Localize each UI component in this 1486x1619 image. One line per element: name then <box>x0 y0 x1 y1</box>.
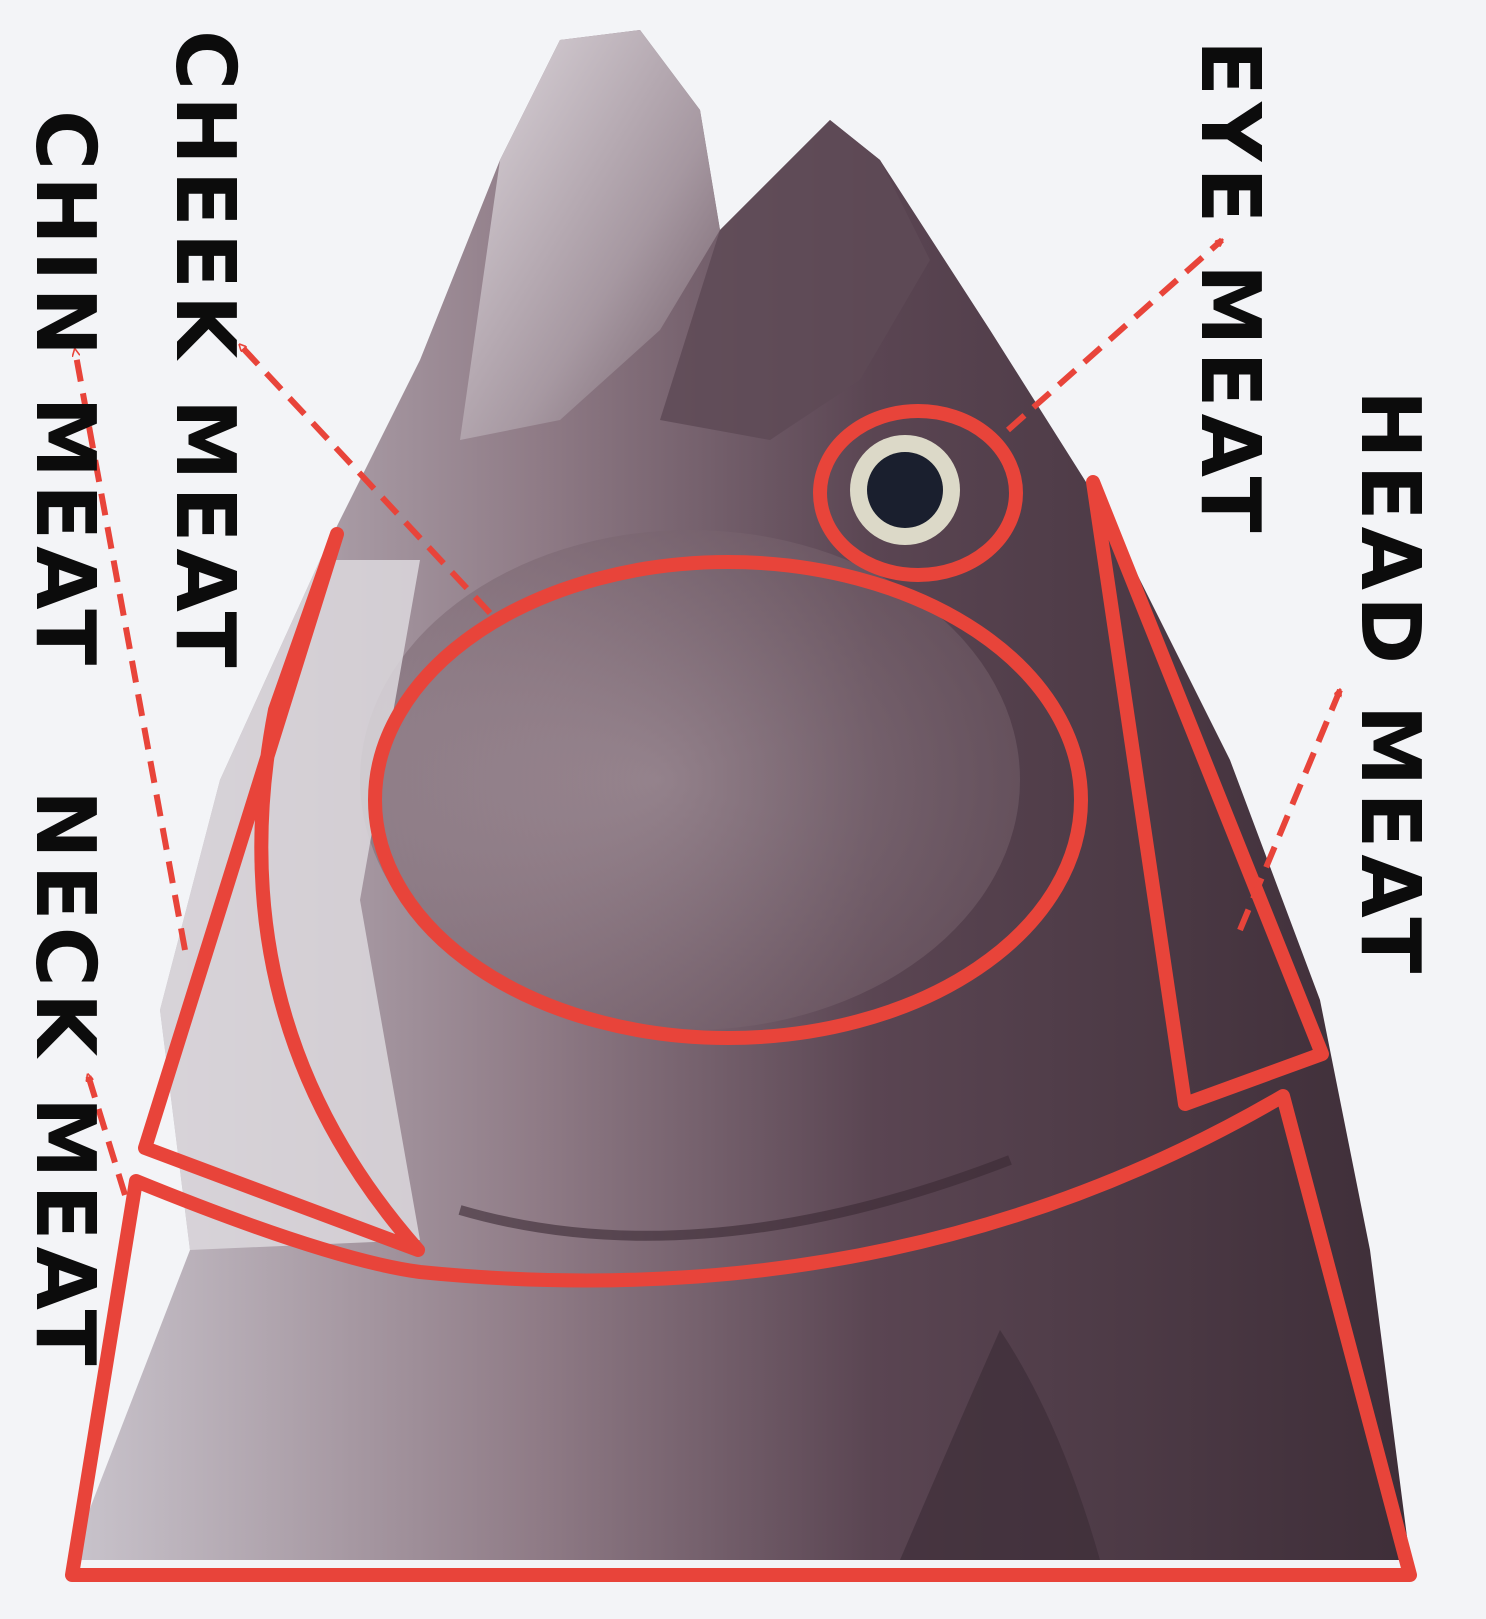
fish-eye-pupil <box>867 452 943 528</box>
head-meat-label: HEAD MEAT <box>1348 390 1430 979</box>
cheek-meat-label: CHEEK MEAT <box>163 30 245 674</box>
neck-meat-label: NECK MEAT <box>23 790 105 1372</box>
head-meat-arrow <box>1240 690 1340 930</box>
eye-meat-label: EYE MEAT <box>1188 40 1270 539</box>
chin-meat-label: CHIN MEAT <box>23 110 105 671</box>
